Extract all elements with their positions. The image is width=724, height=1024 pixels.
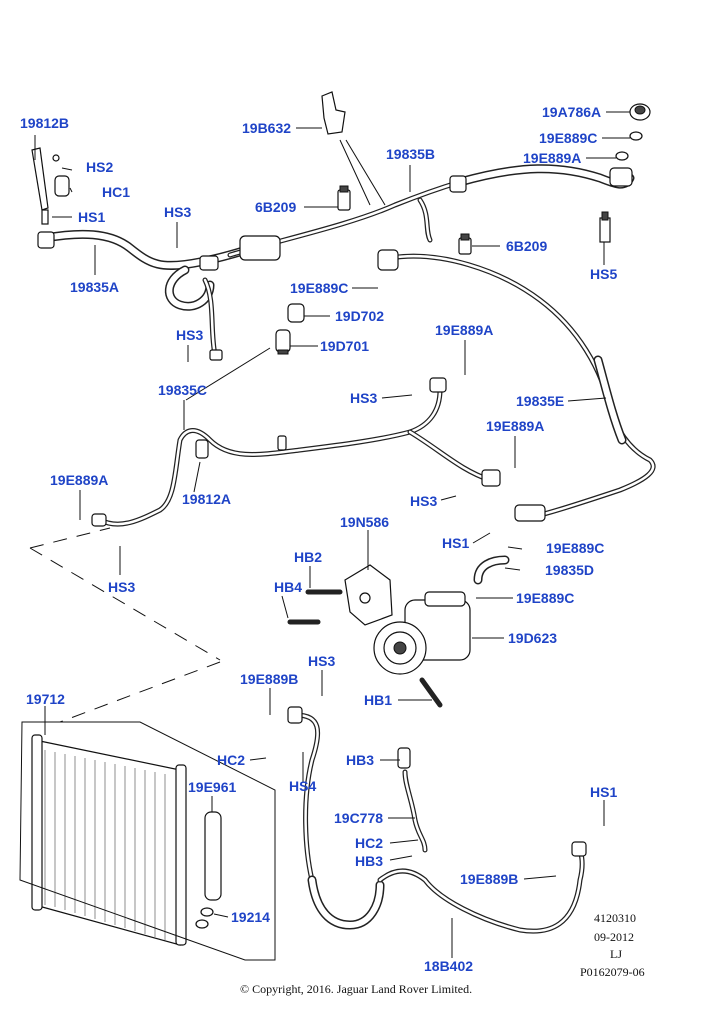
drier-19E961: [204, 811, 222, 901]
label-19E889A-right: 19E889A: [486, 418, 544, 434]
label-HB3-low2: HB3: [355, 853, 383, 869]
label-HS1-top: HS1: [78, 209, 105, 225]
ref-number: 4120310: [594, 911, 636, 925]
label-19E889C-mid: 19E889C: [290, 280, 348, 296]
compressor-19D623: [373, 591, 471, 675]
seal-19214: [195, 907, 214, 929]
valve-6B209-right: [458, 233, 472, 255]
label-HS3-left: HS3: [108, 579, 135, 595]
label-19835A: 19835A: [70, 279, 119, 295]
label-19A786A: 19A786A: [542, 104, 601, 120]
hose-19835E: [377, 249, 656, 522]
label-HB4: HB4: [274, 579, 302, 595]
label-19812B: 19812B: [20, 115, 69, 131]
label-19N586: 19N586: [340, 514, 389, 530]
condenser-19712: [19, 721, 276, 961]
bolt-HB1: [419, 677, 443, 708]
label-HS3-mid2: HS3: [350, 390, 377, 406]
label-HB3-low: HB3: [346, 752, 374, 768]
label-HS3-low: HS3: [308, 653, 335, 669]
label-HS2: HS2: [86, 159, 113, 175]
label-HC1: HC1: [102, 184, 130, 200]
label-HB1: HB1: [364, 692, 392, 708]
label-19D623: 19D623: [508, 630, 557, 646]
pipe-19835C: [91, 377, 501, 527]
drawing-metadata: 4120310 09-2012 LJ P0162079-06 © Copyrig…: [240, 911, 645, 996]
label-6B209-left: 6B209: [255, 199, 296, 215]
label-19E889B-right: 19E889B: [460, 871, 518, 887]
label-HS1-mid: HS1: [442, 535, 469, 551]
fitting-19835D: [473, 555, 510, 585]
hose-18B402: [287, 706, 587, 934]
part-code: P0162079-06: [580, 965, 645, 979]
label-19812A: 19812A: [182, 491, 231, 507]
label-19835D: 19835D: [545, 562, 594, 578]
label-19D701: 19D701: [320, 338, 369, 354]
cap-19D701: [275, 329, 291, 355]
label-19E961: 19E961: [188, 779, 236, 795]
label-19712: 19712: [26, 691, 65, 707]
label-19835E: 19835E: [516, 393, 564, 409]
leader-lines: [34, 111, 630, 958]
label-19C778: 19C778: [334, 810, 383, 826]
reference-dashed-lines: [29, 527, 221, 723]
bolt-HS5: [599, 211, 611, 243]
cap-19A786A: [629, 103, 651, 121]
bracket-19812B: [31, 147, 70, 225]
ref-date: 09-2012: [594, 930, 634, 944]
label-HC2-low2: HC2: [355, 835, 383, 851]
label-HS1-low: HS1: [590, 784, 617, 800]
callout-labels: 19812B 19B632 19835B 19A786A 19E889C 19E…: [20, 104, 617, 974]
label-19E889A-mid: 19E889A: [435, 322, 493, 338]
oring-19E889A-top: [615, 151, 629, 161]
label-HS3-top: HS3: [164, 204, 191, 220]
hose-19835B: [227, 164, 635, 261]
label-19D702: 19D702: [335, 308, 384, 324]
label-19E889A-top: 19E889A: [523, 150, 581, 166]
label-HS4: HS4: [289, 778, 316, 794]
label-19E889B-low: 19E889B: [240, 671, 298, 687]
label-HS5: HS5: [590, 266, 617, 282]
ref-initials: LJ: [610, 947, 622, 961]
label-HS3-right: HS3: [410, 493, 437, 509]
label-19835B: 19835B: [386, 146, 435, 162]
label-HB2: HB2: [294, 549, 322, 565]
clip-19B632: [321, 91, 346, 135]
label-6B209-right: 6B209: [506, 238, 547, 254]
label-19E889C-top: 19E889C: [539, 130, 597, 146]
label-19B632: 19B632: [242, 120, 291, 136]
label-HC2-low: HC2: [217, 752, 245, 768]
copyright-text: © Copyright, 2016. Jaguar Land Rover Lim…: [240, 982, 472, 996]
label-HS3-mid: HS3: [176, 327, 203, 343]
label-18B402: 18B402: [424, 958, 473, 974]
hose-19835A: [37, 229, 265, 361]
label-19214: 19214: [231, 909, 270, 925]
label-19E889C-r2: 19E889C: [516, 590, 574, 606]
bracket-19N586: [344, 564, 393, 626]
label-19E889A-left: 19E889A: [50, 472, 108, 488]
label-19E889C-r1: 19E889C: [546, 540, 604, 556]
label-19835C: 19835C: [158, 382, 207, 398]
valve-6B209-left: [337, 185, 351, 211]
pipe-19C778: [397, 747, 428, 853]
oring-19E889C-top: [629, 131, 643, 141]
insert-19D702: [287, 303, 305, 323]
